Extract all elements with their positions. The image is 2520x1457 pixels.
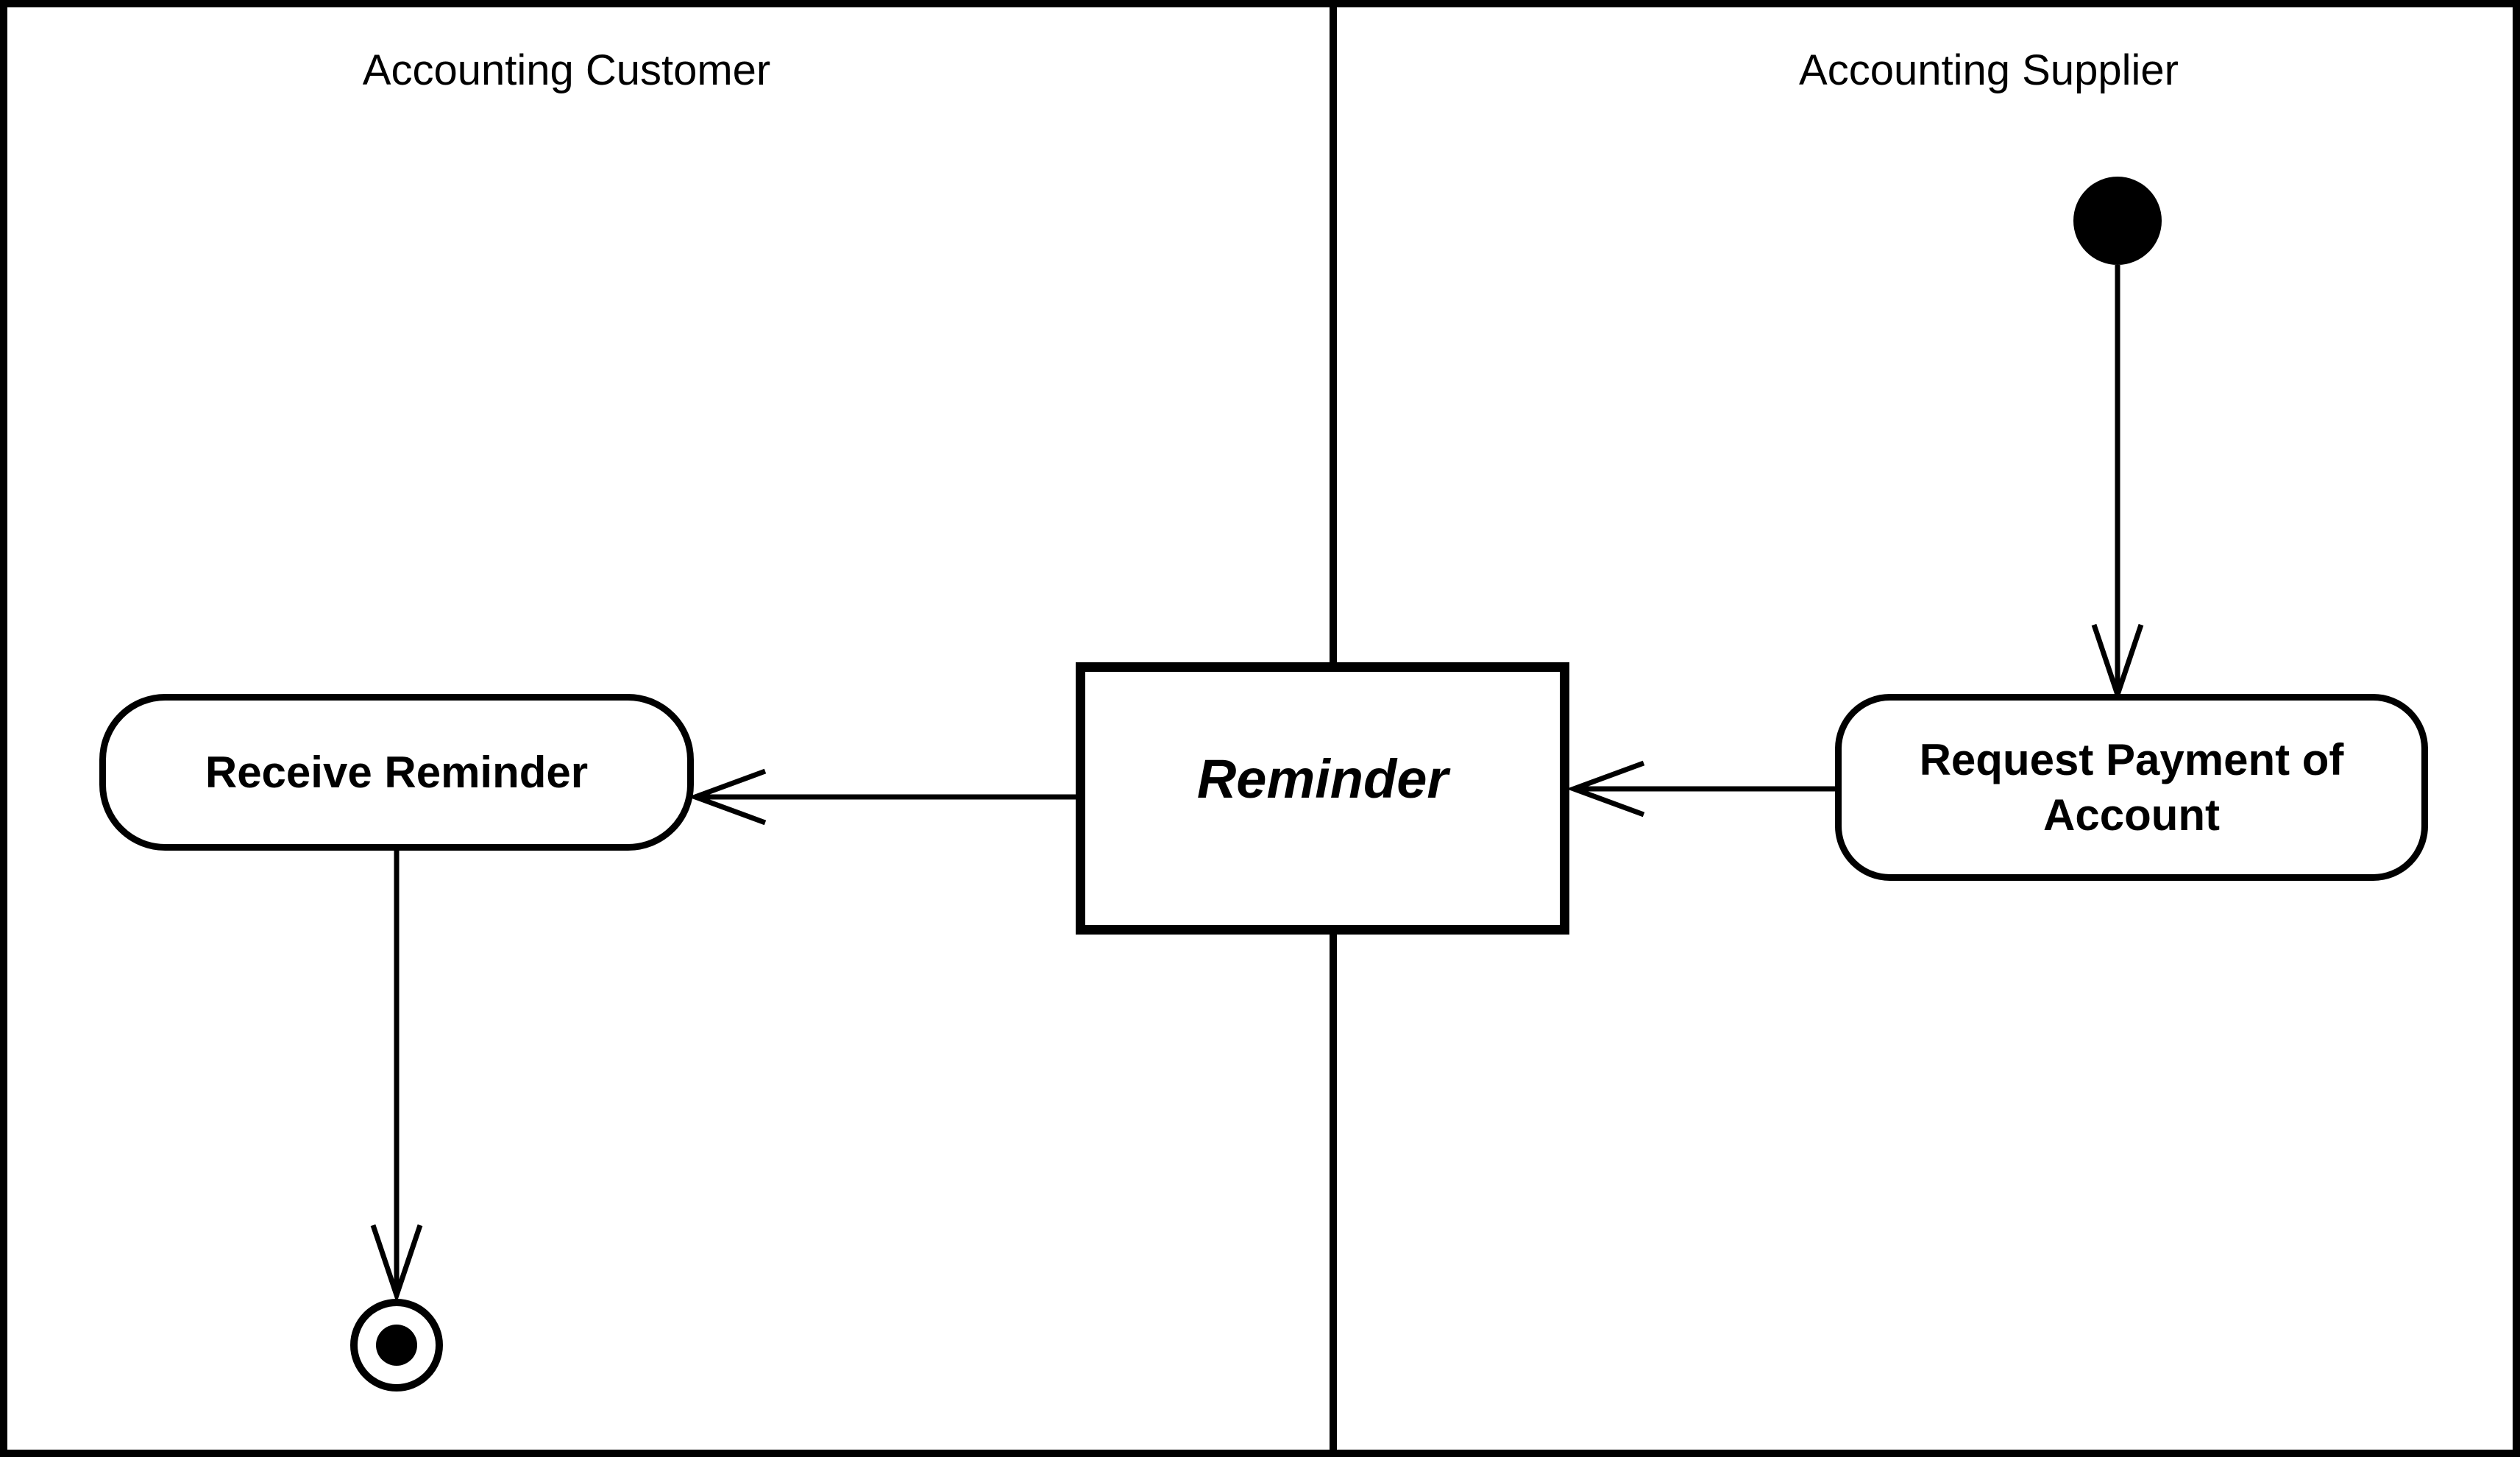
reminder-object-node-label: Reminder [1076,662,1569,935]
edge-reminder-to-receive [687,768,1076,826]
edge-initial-to-request [2091,265,2144,703]
arrowhead-left-icon [1566,760,1645,818]
request-payment-node-label: Request Payment of Account [1919,735,2344,840]
receive-reminder-node-label: Receive Reminder [205,748,589,797]
activity-final-node [350,1299,443,1392]
arrowhead-left-icon [687,768,767,826]
reminder-object-node-text: Reminder [1196,748,1449,809]
receive-reminder-node-shape [99,694,694,851]
initial-node [2073,177,2162,265]
arrowhead-down-icon [370,1224,423,1303]
lane-title-accounting-supplier: Accounting Supplier [1799,46,2179,94]
edge-receive-to-final [370,851,423,1303]
request-payment-node-shape [1835,694,2428,881]
edge-request-to-reminder [1566,760,1835,818]
reminder-object-node-shape [1076,662,1569,935]
lane-title-accounting-customer: Accounting Customer [362,46,771,94]
